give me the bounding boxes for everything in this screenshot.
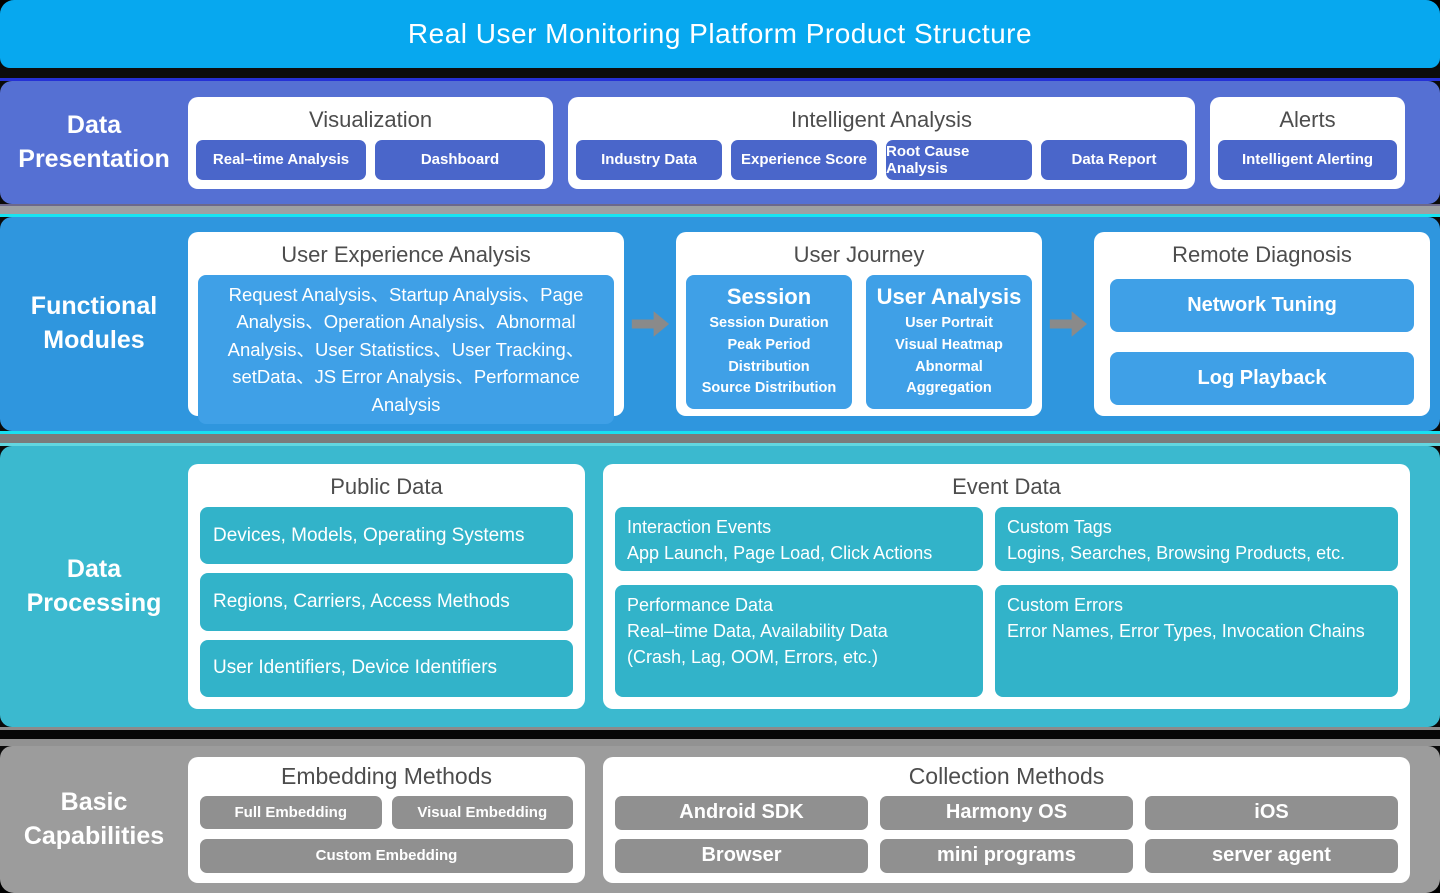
card-title-event-data: Event Data <box>952 474 1061 499</box>
node-user-analysis: User Analysis User Portrait Visual Heatm… <box>866 275 1032 409</box>
card-title-user-experience-analysis: User Experience Analysis <box>281 242 531 267</box>
node-custom-embedding: Custom Embedding <box>200 839 573 873</box>
node-session: Session Session Duration Peak Period Dis… <box>686 275 852 409</box>
diagram-title: Real User Monitoring Platform Product St… <box>407 18 1033 49</box>
visualization-buttons: Real–time Analysis Dashboard <box>196 139 545 180</box>
node-visual-embedding: Visual Embedding <box>391 795 573 829</box>
node-custom-errors: Custom Errors Error Names, Error Types, … <box>995 585 1398 697</box>
node-experience-score: Experience Score <box>731 139 877 180</box>
node-interaction-events: Interaction Events App Launch, Page Load… <box>615 507 983 571</box>
node-user-device-identifiers: User Identifiers, Device Identifiers <box>200 639 573 697</box>
collection-buttons: Android SDK Harmony OS iOS Browser mini … <box>615 795 1398 873</box>
intelligent-analysis-buttons: Industry Data Experience Score Root Caus… <box>576 139 1187 180</box>
card-intelligent-analysis: Intelligent Analysis Industry Data Exper… <box>568 96 1195 189</box>
card-collection-methods: Collection Methods Android SDK Harmony O… <box>603 756 1410 883</box>
band-data-presentation: Data Presentation Visualization Real–tim… <box>0 81 1440 204</box>
band-separator <box>0 431 1440 446</box>
flow-arrow-icon <box>631 311 670 337</box>
card-visualization: Visualization Real–time Analysis Dashboa… <box>188 96 553 189</box>
node-network-tuning: Network Tuning <box>1110 279 1414 332</box>
node-intelligent-alerting: Intelligent Alerting <box>1218 139 1397 180</box>
node-full-embedding: Full Embedding <box>200 795 382 829</box>
node-ios: iOS <box>1145 795 1398 830</box>
user-journey-boxes: Session Session Duration Peak Period Dis… <box>686 275 1032 409</box>
band-functional-modules: Functional Modules User Experience Analy… <box>0 217 1440 431</box>
node-root-cause-analysis: Root Cause Analysis <box>886 139 1032 180</box>
node-browser: Browser <box>615 838 868 873</box>
card-public-data: Public Data Devices, Models, Operating S… <box>188 464 585 709</box>
remote-diagnosis-boxes: Network Tuning Log Playback <box>1104 275 1420 405</box>
embedding-top-row: Full Embedding Visual Embedding <box>200 795 573 829</box>
card-title-remote-diagnosis: Remote Diagnosis <box>1172 242 1352 267</box>
band-content-basic-capabilities: Embedding Methods Full Embedding Visual … <box>188 756 1440 883</box>
band-content-data-presentation: Visualization Real–time Analysis Dashboa… <box>188 96 1440 189</box>
card-title-embedding-methods: Embedding Methods <box>281 762 492 789</box>
band-basic-capabilities: Basic Capabilities Embedding Methods Ful… <box>0 746 1440 893</box>
card-user-experience-analysis: User Experience Analysis Request Analysi… <box>188 232 624 424</box>
event-data-items: Interaction Events App Launch, Page Load… <box>615 507 1398 697</box>
card-title-user-journey: User Journey <box>793 242 925 267</box>
node-regions-carriers-access: Regions, Carriers, Access Methods <box>200 573 573 631</box>
band-label-data-processing: Data Processing <box>26 554 162 617</box>
embedding-buttons: Full Embedding Visual Embedding Custom E… <box>200 795 573 873</box>
card-user-journey: User Journey Session Session Duration Pe… <box>676 232 1042 416</box>
node-custom-tags: Custom Tags Logins, Searches, Browsing P… <box>995 507 1398 571</box>
node-industry-data: Industry Data <box>576 139 722 180</box>
band-label-basic-capabilities: Basic Capabilities <box>23 787 165 850</box>
node-harmony-os: Harmony OS <box>880 795 1133 830</box>
node-log-playback: Log Playback <box>1110 352 1414 405</box>
band-data-processing: Data Processing Public Data Devices, Mod… <box>0 446 1440 727</box>
card-embedding-methods: Embedding Methods Full Embedding Visual … <box>188 756 585 883</box>
band-separator <box>0 68 1440 81</box>
band-separator <box>0 204 1440 217</box>
card-title-public-data: Public Data <box>330 474 443 499</box>
band-separator <box>0 727 1440 746</box>
card-event-data: Event Data Interaction Events App Launch… <box>603 464 1410 709</box>
band-content-functional-modules: User Experience Analysis Request Analysi… <box>188 232 1440 424</box>
node-real-time-analysis: Real–time Analysis <box>196 139 366 180</box>
node-data-report: Data Report <box>1041 139 1187 180</box>
card-title-intelligent-analysis: Intelligent Analysis <box>791 106 972 132</box>
node-server-agent: server agent <box>1145 838 1398 873</box>
band-content-data-processing: Public Data Devices, Models, Operating S… <box>188 464 1440 709</box>
node-android-sdk: Android SDK <box>615 795 868 830</box>
node-mini-programs: mini programs <box>880 838 1133 873</box>
node-dashboard: Dashboard <box>375 139 545 180</box>
card-alerts: Alerts Intelligent Alerting <box>1210 96 1405 189</box>
node-performance-data: Performance Data Real–time Data, Availab… <box>615 585 983 697</box>
card-remote-diagnosis: Remote Diagnosis Network Tuning Log Play… <box>1094 232 1430 416</box>
node-user-experience-items: Request Analysis、Startup Analysis、Page A… <box>198 275 614 424</box>
flow-arrow-icon <box>1049 311 1088 337</box>
band-label-data-presentation: Data Presentation <box>18 110 170 173</box>
node-devices-models-os: Devices, Models, Operating Systems <box>200 507 573 565</box>
card-title-visualization: Visualization <box>308 106 433 132</box>
band-label-functional-modules: Functional Modules <box>30 292 158 354</box>
diagram-header: Real User Monitoring Platform Product St… <box>0 0 1440 68</box>
card-title-collection-methods: Collection Methods <box>908 762 1105 789</box>
alerts-buttons: Intelligent Alerting <box>1218 139 1397 180</box>
public-data-items: Devices, Models, Operating Systems Regio… <box>200 507 573 697</box>
card-title-alerts: Alerts <box>1279 106 1336 132</box>
